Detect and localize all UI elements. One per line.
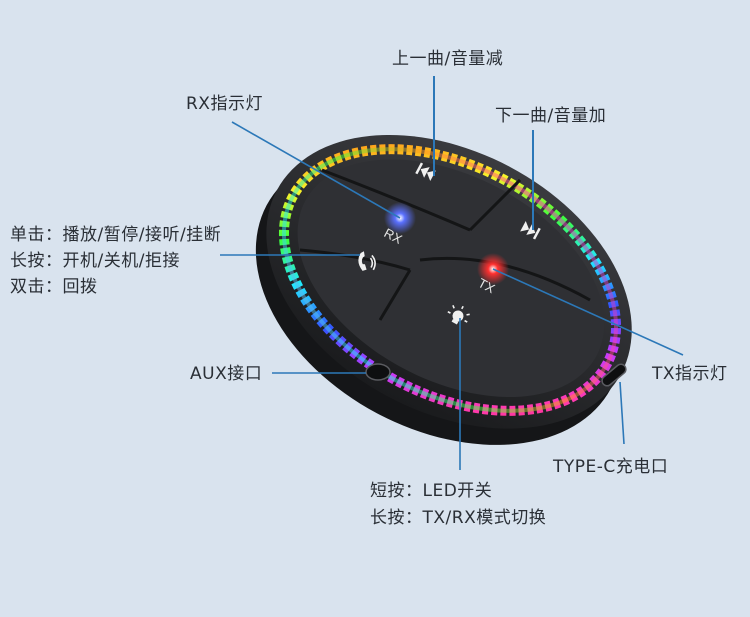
tx-mark: TX <box>476 275 498 296</box>
leader-next-track <box>532 130 534 230</box>
leader-prev-track <box>433 76 435 176</box>
light-note-short: 短按：LED开关 <box>370 481 493 501</box>
call-note-double: 双击：回拨 <box>10 277 98 297</box>
aux-port[interactable] <box>365 363 391 381</box>
device-body <box>255 134 632 445</box>
call-note-single: 单击：播放/暂停/接听/挂断 <box>10 225 222 245</box>
label-typec-port: TYPE-C充电口 <box>553 457 669 477</box>
call-note-long: 长按：开机/关机/拒接 <box>10 251 180 271</box>
label-aux-port: AUX接口 <box>190 364 263 384</box>
phone-icon[interactable] <box>354 250 379 275</box>
label-next-track: 下一曲/音量加 <box>495 106 607 126</box>
label-prev-track: 上一曲/音量减 <box>392 49 504 69</box>
call-button-notes: 单击：播放/暂停/接听/挂断 长按：开机/关机/拒接 双击：回拨 <box>10 222 221 300</box>
label-tx-indicator: TX指示灯 <box>652 364 728 384</box>
light-button-notes: 短按：LED开关 长按：TX/RX模式切换 <box>370 478 546 532</box>
next-track-icon[interactable] <box>520 220 541 240</box>
typec-port[interactable] <box>600 362 628 388</box>
light-note-long: 长按：TX/RX模式切换 <box>370 508 547 528</box>
label-rx-indicator: RX指示灯 <box>186 94 263 114</box>
